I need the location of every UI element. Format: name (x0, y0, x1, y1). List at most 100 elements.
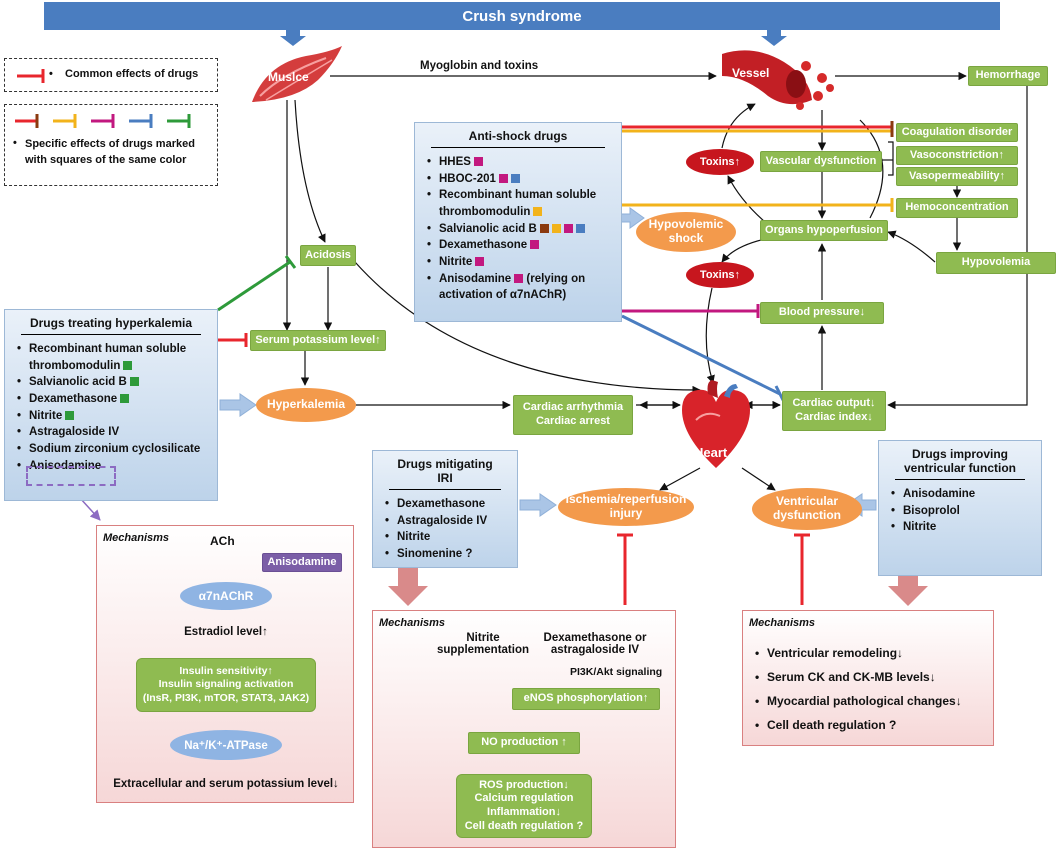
anti_shock-item: Anisodamine (relying on activation of α7… (427, 271, 611, 304)
mechanisms-right-panel: Mechanisms Ventricular remodeling↓Serum … (742, 610, 994, 746)
iri-drugs-list: DexamethasoneAstragaloside IV NitriteSino… (383, 496, 507, 563)
anti_shock-item-label: Nitrite (439, 256, 473, 269)
hyperkalemia_drugs-item-label: Salvianolic acid B (29, 376, 127, 389)
vessel-icon (722, 50, 834, 110)
estradiol-label: Estradiol level↑ (184, 626, 268, 638)
color-square-icon (129, 377, 139, 387)
anti-shock-title: Anti-shock drugs (431, 129, 605, 148)
nitrite-supplementation-label: Nitrite supplementation (436, 632, 529, 656)
color-square-icon (510, 173, 520, 183)
iri_drugs-item-label: Nitrite (397, 531, 431, 544)
no-production-node: NO production ↑ (468, 732, 580, 754)
legend-bullet: • (13, 137, 17, 149)
anti_shock-item: Dexamethasone (427, 237, 611, 254)
color-square-icon (530, 240, 540, 250)
hyperkalemia_drugs-item: Anisodamine (17, 458, 207, 475)
enos-node: eNOS phosphorylation↑ (512, 688, 660, 710)
iri-drugs-title: Drugs mitigating IRI (389, 457, 501, 490)
hyperkalemia_drugs-item-label: Recombinant human soluble thrombomodulin (29, 343, 187, 372)
anti-shock-list: HHES HBOC-201Recombinant human soluble th… (425, 154, 611, 304)
atpase-node: Na⁺/K⁺-ATPase (170, 730, 282, 760)
anti_shock-item-label: HHES (439, 156, 471, 168)
ventricular_drugs-item-label: Nitrite (903, 521, 937, 534)
color-square-icon (563, 223, 573, 233)
vessel-label: Vessel (732, 66, 770, 80)
color-square-icon (65, 410, 75, 420)
muscle-label: Muslce (268, 70, 309, 84)
mechanism-item: Cell death regulation ? (755, 713, 962, 737)
anti_shock-item-label: Anisodamine (439, 272, 512, 285)
color-square-icon (575, 223, 585, 233)
color-square-icon (123, 360, 133, 370)
heart-label: Heart (694, 445, 728, 460)
hemorrhage-node: Hemorrhage (968, 66, 1048, 86)
hyperkalemia_drugs-item: Astragaloside IV (17, 424, 207, 441)
ventricular-dysfunction-node: Ventricular dysfunction (752, 488, 862, 530)
anti_shock-item: HBOC-201 (427, 171, 611, 188)
mechanism-item: Serum CK and CK-MB levels↓ (755, 665, 962, 689)
hyperkalemia_drugs-item-label: Anisodamine (29, 459, 102, 472)
ventricular_drugs-item: Nitrite (891, 519, 1031, 536)
anti_shock-item-label: HBOC-201 (439, 172, 496, 185)
color-square-icon (120, 394, 130, 404)
hyperkalemia-drugs-title: Drugs treating hyperkalemia (21, 316, 201, 335)
acidosis-node: Acidosis (300, 245, 356, 266)
color-square-icon (498, 173, 508, 183)
ventricular_drugs-item-label: Anisodamine (903, 488, 976, 500)
iri_drugs-item: Dexamethasone (385, 496, 507, 513)
anti_shock-item-suffix: (relying on activation of α7nAChR) (439, 272, 586, 302)
hyperkalemia_drugs-item-label: Sodium zirconium cyclosilicate (29, 443, 201, 456)
cardiac-output-node: Cardiac output↓ Cardiac index↓ (782, 391, 886, 431)
receptor-node: α7nAChR (180, 582, 272, 610)
anisodamine-node: Anisodamine (262, 553, 342, 572)
myoglobin-label: Myoglobin and toxins (420, 60, 539, 72)
hypovolemia-node: Hypovolemia (936, 252, 1056, 274)
iri-drugs-panel: Drugs mitigating IRI DexamethasoneAstrag… (372, 450, 518, 568)
iri_drugs-item: Sinomenine ? (385, 546, 507, 563)
anti_shock-item: HHES (427, 154, 611, 171)
ventricular-drugs-list: AnisodamineBisoprololNitrite (889, 486, 1031, 536)
hemoconcentration-node: Hemoconcentration (896, 198, 1018, 218)
anti_shock-item: Salvianolic acid B (427, 221, 611, 238)
heart-icon (682, 380, 750, 468)
hyperkalemia_drugs-item: Salvianolic acid B (17, 374, 207, 391)
color-square-icon (533, 207, 543, 217)
toxins-mid-node: Toxins↑ (686, 262, 754, 288)
hyperkalemia-drugs-list: Recombinant human soluble thrombomodulin… (15, 341, 207, 474)
ach-label: ACh (210, 534, 235, 548)
hypovolemic-shock-node: Hypovolemic shock (636, 212, 736, 252)
ventricular_drugs-item: Anisodamine (891, 486, 1031, 503)
serum-potassium-node: Serum potassium level↑ (250, 330, 386, 351)
pi3k-label: PI3K/Akt signaling (570, 666, 663, 678)
organs-hypoperfusion-node: Organs hypoperfusion (760, 220, 888, 241)
mechanisms-right-list: Ventricular remodeling↓Serum CK and CK-M… (753, 641, 962, 737)
anisodamine-highlight (26, 466, 116, 486)
color-square-icon (475, 257, 485, 267)
coagulation-node: Coagulation disorder (896, 123, 1018, 142)
toxins-top-node: Toxins↑ (686, 149, 754, 175)
color-square-icon (473, 157, 483, 166)
vasoconstriction-node: Vasoconstriction↑ (896, 146, 1018, 165)
hyperkalemia_drugs-item-label: Astragaloside IV (29, 426, 120, 439)
anti-shock-panel: Anti-shock drugs HHES HBOC-201Recombinant… (414, 122, 622, 322)
ventricular-drugs-title: Drugs improving ventricular function (895, 447, 1025, 480)
blood-pressure-node: Blood pressure↓ (760, 302, 884, 324)
vascular-dysfunction-node: Vascular dysfunction (760, 151, 882, 172)
ventricular-drugs-panel: Drugs improving ventricular function Ani… (878, 440, 1042, 576)
anti_shock-item-label: Dexamethasone (439, 239, 528, 252)
legend-bullet: • (49, 68, 53, 80)
iri_drugs-item-label: Astragaloside IV (397, 514, 488, 527)
color-square-icon (551, 223, 561, 233)
hyperkalemia_drugs-item-label: Dexamethasone (29, 393, 118, 406)
inhibit-colors-icon (15, 114, 191, 128)
iri-node: Ischemia/reperfusion injury (558, 488, 694, 526)
legend-common: • Common effects of drugs (4, 58, 218, 92)
title-bar: Crush syndrome (44, 2, 1000, 30)
mechanism-item: Myocardial pathological changes↓ (755, 689, 962, 713)
anti_shock-item: Recombinant human soluble thrombomodulin (427, 187, 611, 220)
mechanisms-mid-title: Mechanisms (379, 617, 446, 629)
ros-node: ROS production↓ Calcium regulation Infla… (456, 774, 592, 838)
legend-common-label: Common effects of drugs (65, 68, 199, 80)
legend-specific-label: Specific effects of drugs marked with sq… (25, 138, 195, 166)
muscle-icon (252, 46, 342, 102)
